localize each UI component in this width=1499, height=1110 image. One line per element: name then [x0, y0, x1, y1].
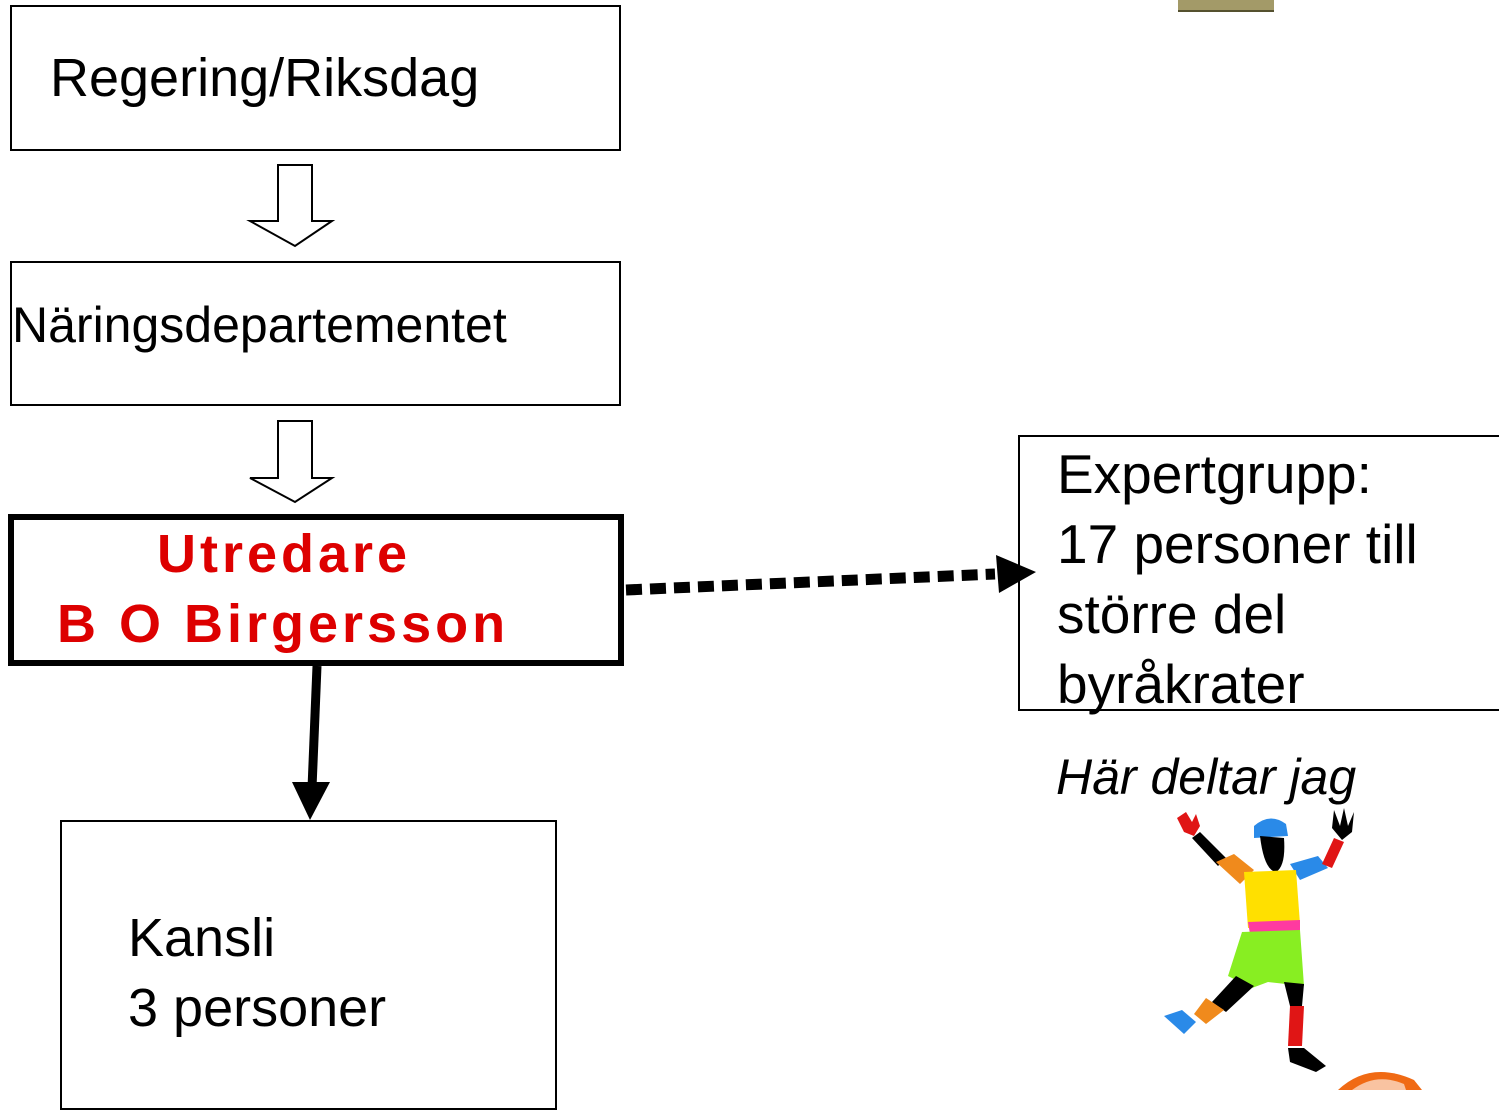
dotted-arrow-line — [625, 568, 996, 596]
kansli-line-2: 3 personer — [128, 978, 387, 1038]
utredare-name: B O Birgersson — [57, 594, 510, 654]
kansli-box: Kansli 3 personer — [60, 820, 557, 1110]
har-deltar-jag-caption: Här deltar jag — [1056, 749, 1357, 805]
expertgrupp-line-1: Expertgrupp: — [1057, 443, 1372, 505]
solid-arrow-head — [292, 782, 330, 820]
kansli-line-1: Kansli — [128, 908, 276, 968]
expertgrupp-line-2: 17 personer till — [1057, 513, 1418, 575]
expertgrupp-line-3: större del — [1057, 583, 1287, 645]
utredare-box: Utredare B O Birgersson — [8, 514, 624, 666]
expertgrupp-line-4: byråkrater — [1057, 653, 1305, 715]
utredare-title: Utredare — [157, 524, 412, 584]
naringsdepartementet-label: Näringsdepartementet — [12, 297, 507, 353]
regering-riksdag-label: Regering/Riksdag — [50, 48, 480, 108]
hollow-arrow-down-1 — [246, 164, 336, 248]
partial-image-icon — [1178, 0, 1274, 12]
solid-arrow-line — [307, 665, 322, 789]
dancing-person-icon — [1164, 808, 1422, 1090]
naringsdepartementet-box: Näringsdepartementet — [10, 261, 621, 406]
hollow-arrow-down-2 — [249, 420, 336, 504]
regering-riksdag-box: Regering/Riksdag — [10, 5, 621, 151]
expertgrupp-box: Expertgrupp: 17 personer till större del… — [1018, 435, 1499, 715]
